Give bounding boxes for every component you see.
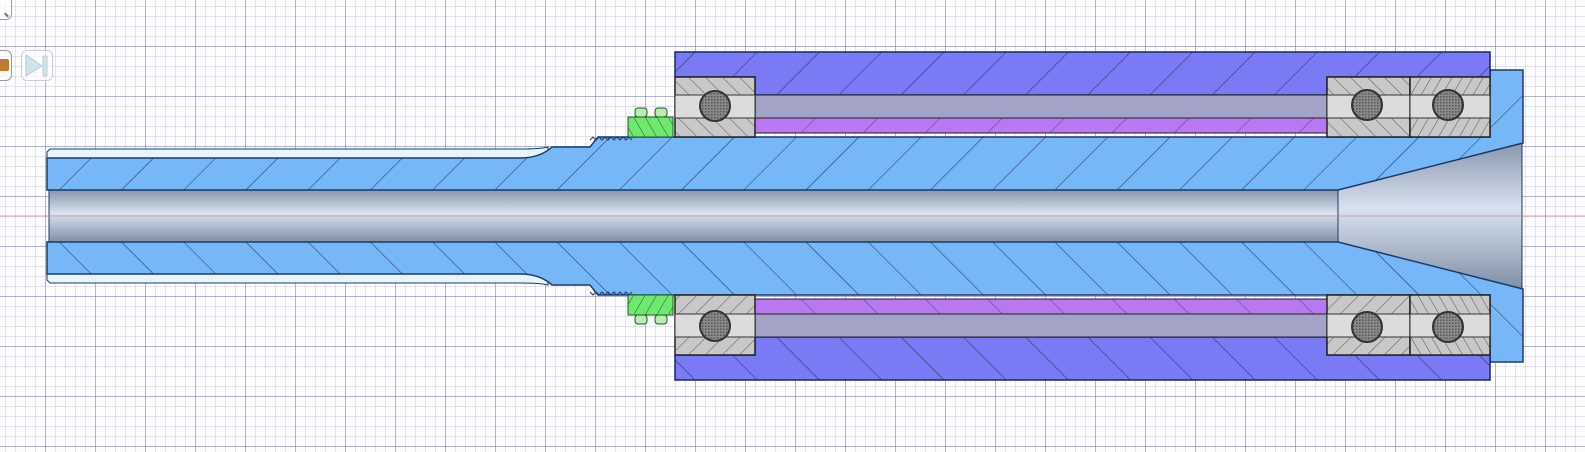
search-toolbar-button[interactable]: [0, 0, 12, 20]
lock-nut: [627, 107, 674, 138]
section-half-top: [46, 51, 1524, 191]
bearing-right-2: [1409, 76, 1491, 138]
outer-spacer: [754, 94, 1328, 119]
shaft-outer-edge: [46, 146, 549, 159]
play-next-button[interactable]: [21, 50, 53, 81]
bearing-right-1: [1326, 76, 1411, 138]
bearing-left: [674, 76, 756, 138]
box-component-icon: [0, 59, 9, 71]
section-half-bottom: [46, 241, 1524, 381]
shaft-thread: [589, 136, 633, 141]
play-next-icon: [25, 54, 48, 77]
component-toolbar-button[interactable]: [0, 50, 12, 81]
